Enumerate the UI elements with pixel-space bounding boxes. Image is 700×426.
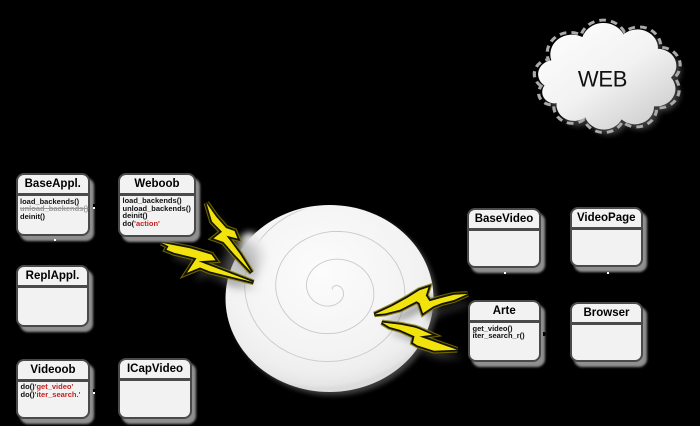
svg-text:WEB: WEB <box>578 66 627 91</box>
